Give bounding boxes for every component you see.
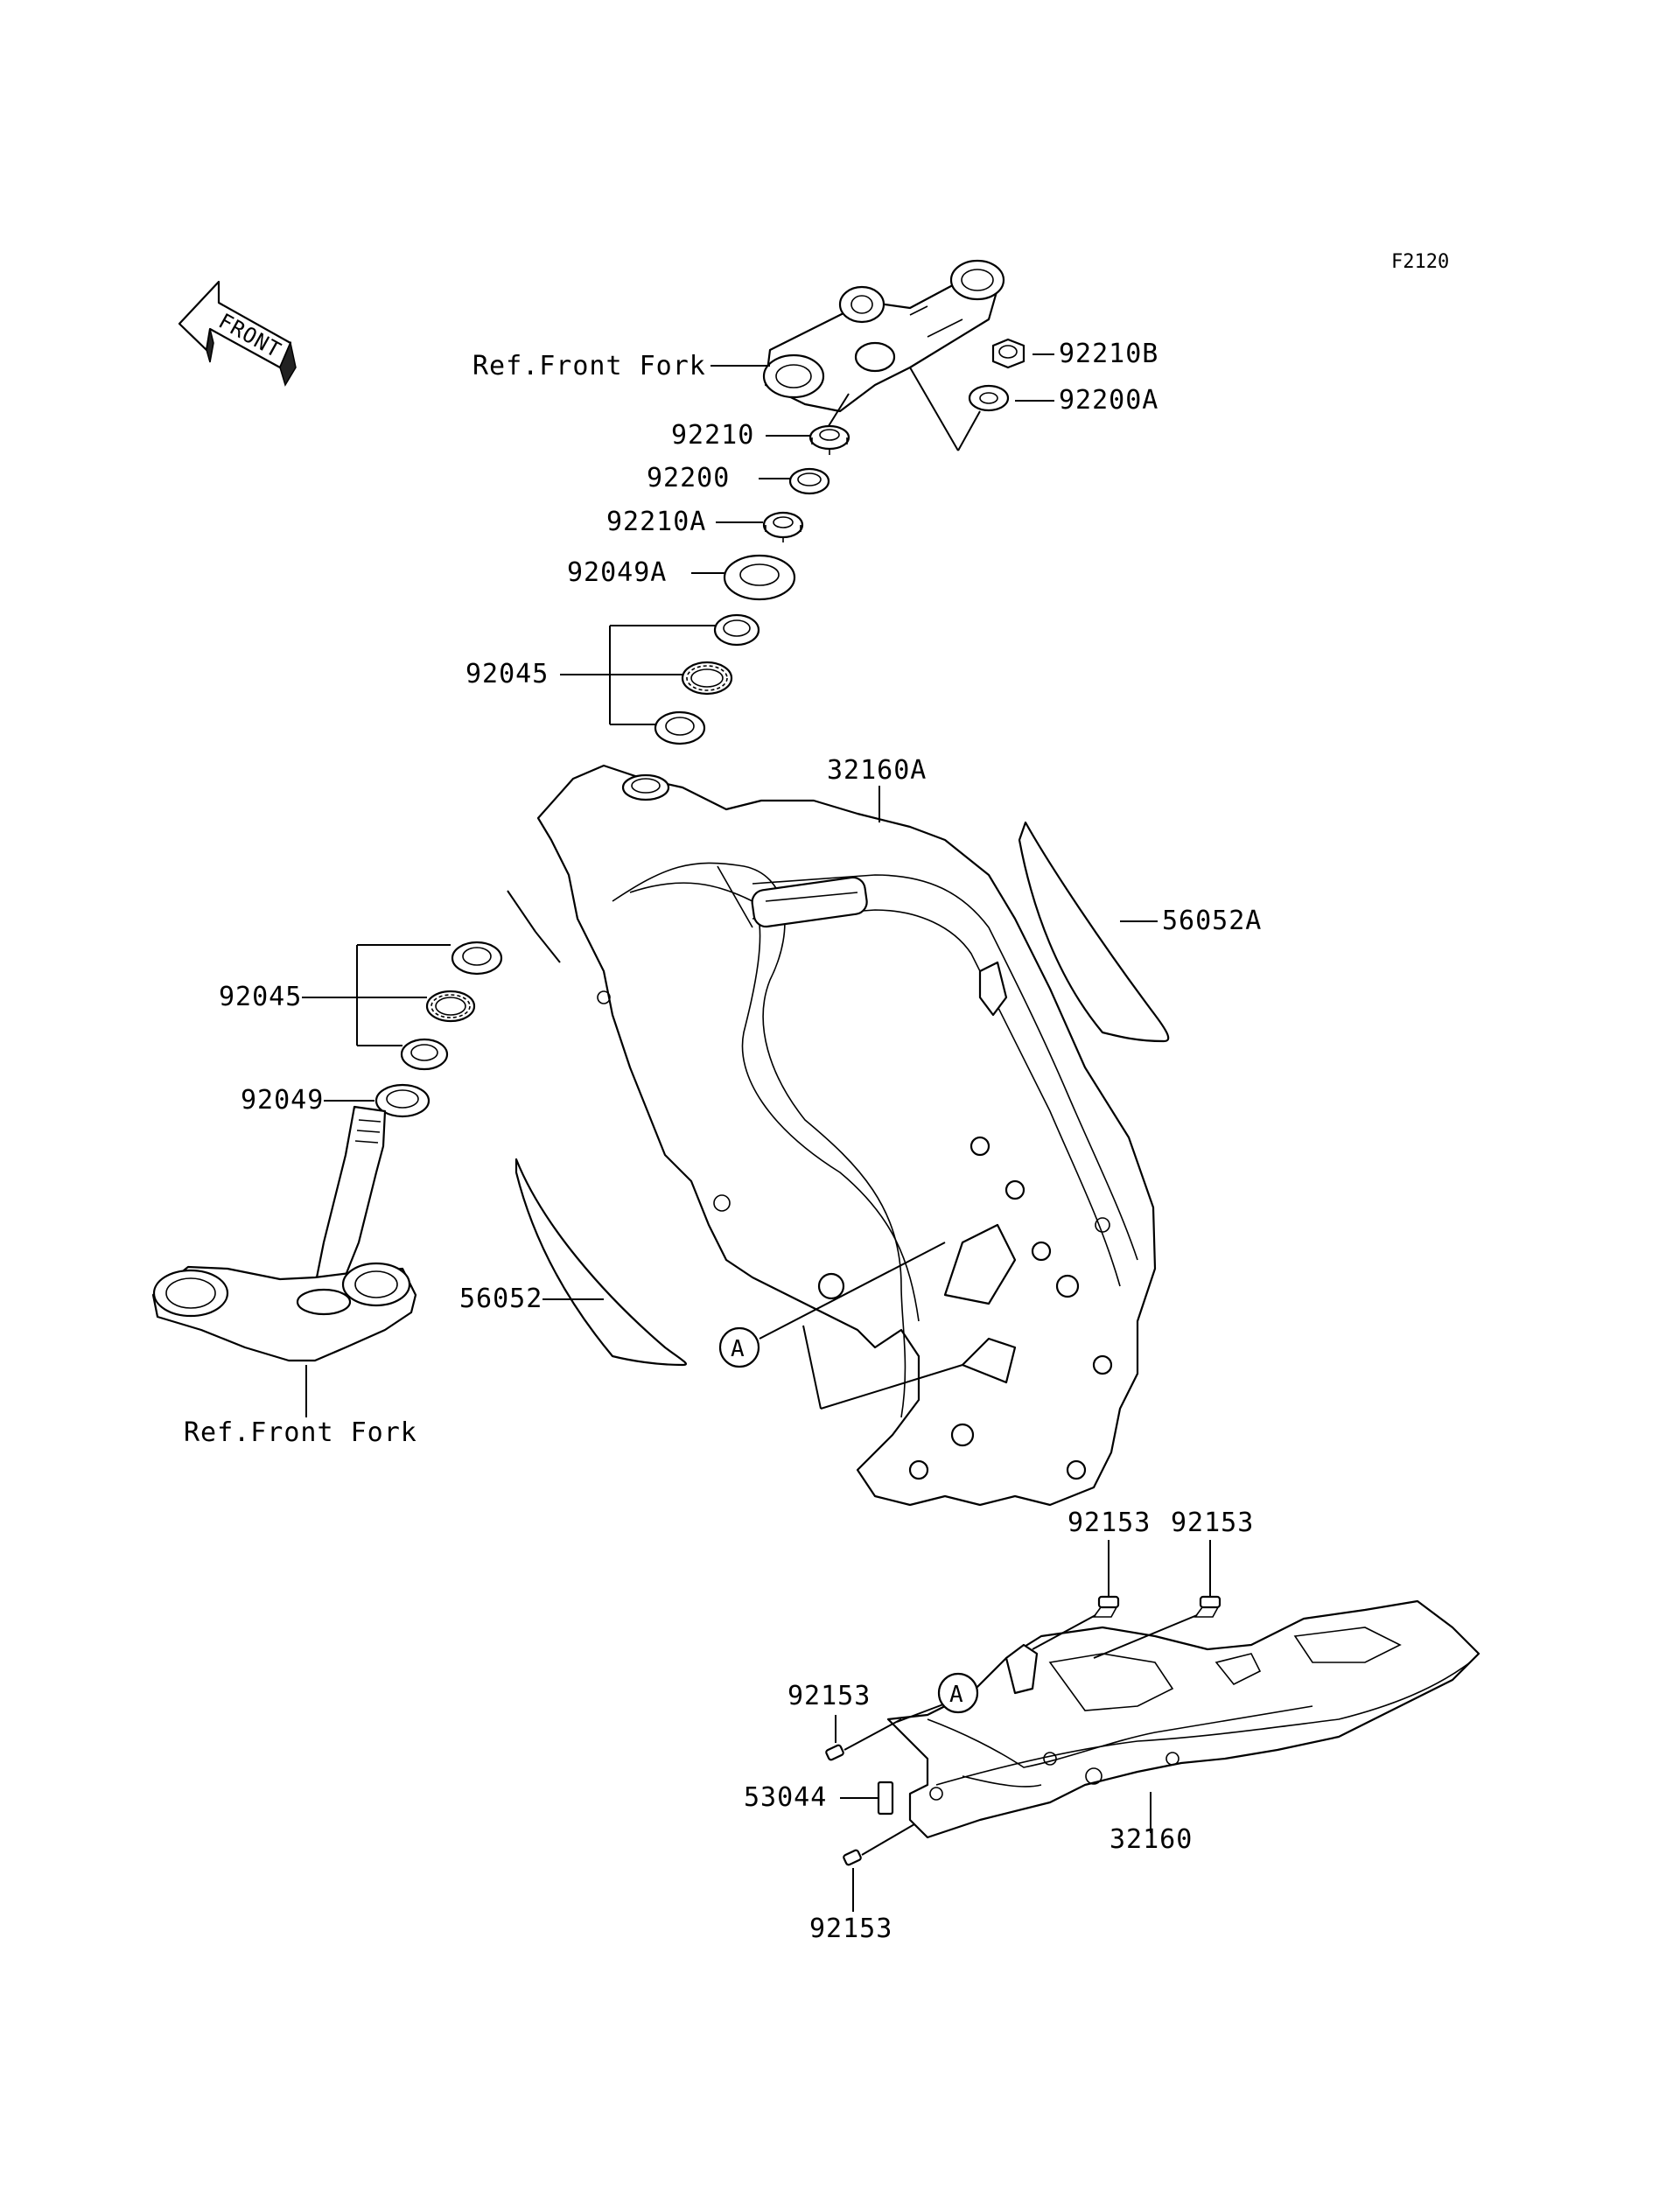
damper-53044	[840, 1781, 894, 1816]
main-frame-32160A	[536, 764, 1157, 1507]
bearing-race-lower-2	[451, 941, 503, 976]
label-92045-bottom: 92045	[219, 982, 302, 1012]
upper-triple-clamp	[762, 259, 1005, 413]
ref-a-frame-label: A	[731, 1336, 746, 1362]
label-ref-front-fork-top: Ref.Front Fork	[472, 351, 706, 381]
leader-lines-lower-stem	[302, 890, 561, 1102]
sub-frame-32160	[886, 1599, 1480, 1839]
label-56052A: 56052A	[1162, 906, 1262, 936]
cover-56052A	[1018, 821, 1170, 1043]
label-53044: 53044	[744, 1782, 827, 1813]
seal-92049A	[723, 554, 796, 601]
bearing-race-lower	[654, 710, 706, 745]
nut-92210B	[991, 338, 1026, 369]
bolt-92153-a	[1032, 1540, 1120, 1650]
locknut-92210A	[762, 511, 804, 542]
figure-code: F2120	[1391, 251, 1449, 273]
front-arrow-icon: FRONT	[178, 280, 297, 387]
ref-a-subframe-marker: A	[896, 1672, 979, 1723]
lower-triple-clamp-stem	[151, 1105, 417, 1417]
label-92153-d: 92153	[809, 1914, 892, 1944]
bolt-92153-b	[1093, 1540, 1222, 1659]
ref-a-subframe-label: A	[949, 1682, 964, 1708]
label-92045-top: 92045	[466, 659, 549, 689]
bearing-race-lower-3	[400, 1038, 449, 1071]
label-92210: 92210	[671, 420, 754, 451]
label-92210A: 92210A	[606, 507, 706, 537]
label-56052: 56052	[459, 1284, 542, 1314]
bearing-race-upper	[713, 613, 760, 647]
label-92200: 92200	[647, 463, 730, 493]
label-92153-a: 92153	[1068, 1508, 1151, 1538]
label-92049A: 92049A	[567, 557, 667, 588]
bolt-92153-d	[843, 1823, 915, 1912]
label-ref-front-fork-bottom: Ref.Front Fork	[184, 1417, 417, 1448]
leader-lines-top	[560, 353, 1054, 725]
label-92200A: 92200A	[1059, 385, 1158, 416]
washer-92200	[788, 467, 830, 495]
label-92153-c: 92153	[788, 1681, 871, 1711]
bolt-92153-c	[825, 1715, 902, 1761]
label-32160A: 32160A	[827, 755, 927, 786]
bearing-balls-upper	[681, 661, 733, 696]
label-32160: 32160	[1110, 1824, 1193, 1855]
locknut-92210	[808, 424, 850, 455]
label-92049: 92049	[241, 1085, 324, 1116]
washer-92200A	[968, 384, 1010, 412]
cover-56052	[514, 1158, 688, 1367]
ref-a-frame-marker: A	[718, 1242, 963, 1410]
front-arrow-label: FRONT	[214, 309, 285, 363]
label-92153-b: 92153	[1171, 1508, 1254, 1538]
label-92210B: 92210B	[1059, 339, 1158, 369]
seal-92049	[374, 1083, 430, 1118]
bearing-balls-lower	[425, 990, 476, 1023]
